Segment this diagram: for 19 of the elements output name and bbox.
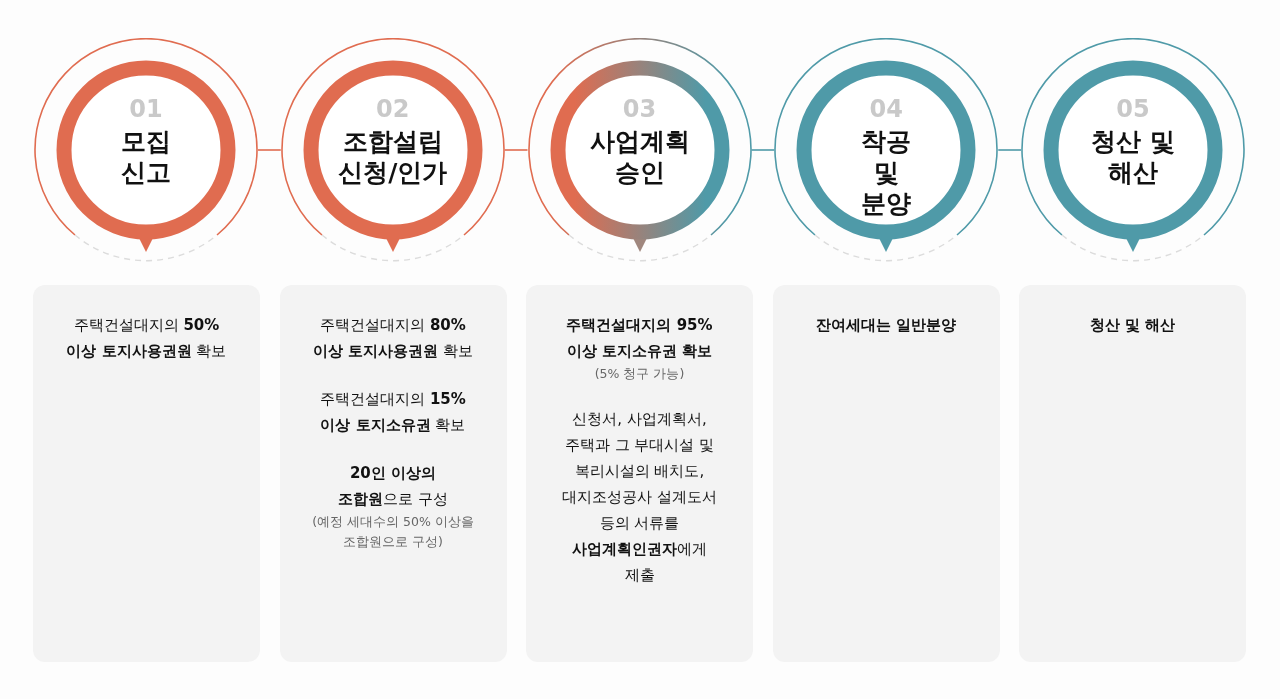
card-note: (5% 청구 가능)	[594, 365, 685, 383]
step-title: 조합설립 신청/인가	[337, 126, 449, 188]
step-title: 모집 신고	[120, 126, 172, 188]
step-title: 청산 및 해산	[1090, 126, 1176, 188]
connector-line	[503, 149, 529, 151]
connector-line	[997, 149, 1022, 151]
card-text: 주택건설대지의 95% 이상 토지소유권 확보	[565, 315, 714, 362]
card-text: 청산 및 해산	[1089, 315, 1176, 336]
card-text: 잔여세대는 일반분양	[815, 315, 957, 336]
card-text: 20인 이상의 조합원으로 구성	[337, 463, 449, 510]
card-text: 주택건설대지의 50% 이상 토지사용권원 확보	[65, 315, 228, 362]
card-text: 신청서, 사업계획서, 주택과 그 부대시설 및 복리시설의 배치도, 대지조성공사 설계도서 등의 서류를 사업계획인권자에게 제출	[561, 409, 718, 586]
card-text: 주택건설대지의 80% 이상 토지사용권원 확보	[312, 315, 474, 362]
card-note: (예정 세대수의 50% 이상을 조합원으로 구성)	[311, 513, 475, 551]
step-title: 사업계획 승인	[588, 126, 691, 188]
step-title: 착공 및 분양	[860, 126, 913, 219]
connector-line	[750, 149, 776, 151]
connector-line	[257, 149, 282, 151]
card-text: 주택건설대지의 15% 이상 토지소유권 확보	[319, 389, 467, 436]
